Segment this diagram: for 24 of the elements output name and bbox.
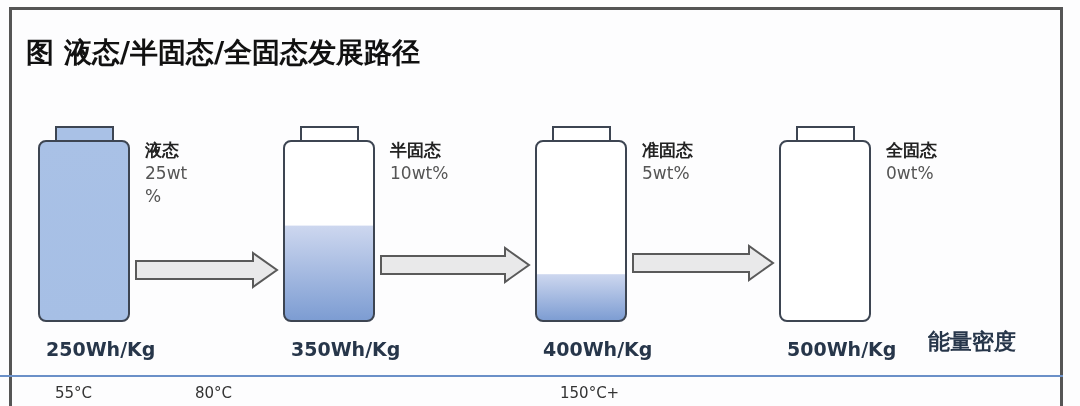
block-arrow [380,246,531,284]
electrolyte-content-label: 0wt% [886,162,935,185]
state-label: 液态 [145,140,179,161]
block-arrow [135,251,279,289]
state-label: 准固态 [642,140,693,161]
battery-shape [283,126,375,322]
temperature-label: 80°C [195,384,233,402]
state-label: 半固态 [390,140,441,161]
figure-title: 图 液态/半固态/全固态发展路径 [26,35,421,71]
energy-density-value: 500Wh/Kg [787,337,897,361]
block-arrow [632,244,775,282]
electrolyte-content-label: 5wt% [642,162,691,185]
battery-shape [38,126,130,322]
row-label: 能量密度 [928,328,1016,356]
energy-density-value: 400Wh/Kg [543,337,653,361]
temperature-label: 55°C [55,384,93,402]
electrolyte-content-label: 25wt % [145,162,189,208]
state-label: 全固态 [886,140,937,161]
battery-shape [535,126,627,322]
energy-density-value: 250Wh/Kg [46,337,156,361]
temperature-label: 150°C+ [560,384,620,402]
electrolyte-content-label: 10wt% [390,162,450,185]
battery-shape [779,126,871,322]
energy-density-value: 350Wh/Kg [291,337,401,361]
